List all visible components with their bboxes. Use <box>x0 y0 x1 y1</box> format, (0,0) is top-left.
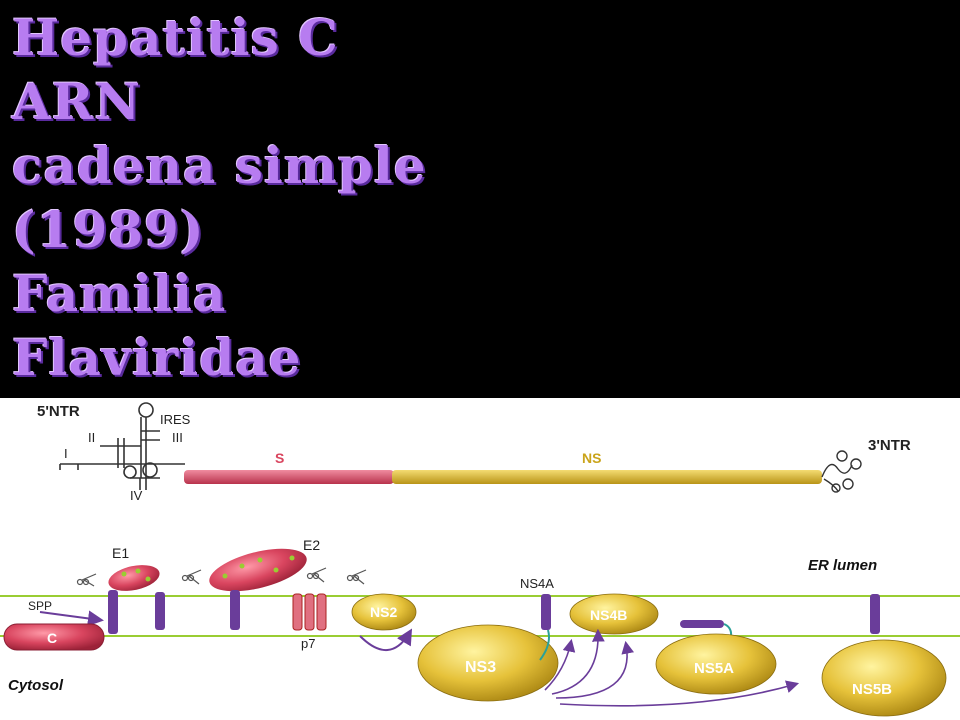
title-line-1: Hepatitis C <box>12 8 339 67</box>
ns4a-tail <box>539 629 550 661</box>
roman-ii-label: II <box>88 430 95 445</box>
three-ntr-structure <box>821 450 862 493</box>
roman-i-label: I <box>64 446 68 461</box>
p7-ion-channel <box>292 593 327 631</box>
ns5b-anchor <box>870 594 880 634</box>
scissors-icon <box>306 567 327 583</box>
e2-anchor <box>230 590 240 630</box>
p7-label: p7 <box>301 636 315 651</box>
hcv-genome-diagram: 5'NTR IRES II III I IV S NS <box>0 402 960 717</box>
title-text-block: Hepatitis C ARN cadena simple (1989) Fam… <box>12 6 427 390</box>
e1-anchor <box>155 592 165 630</box>
scissors-icon <box>346 569 367 585</box>
ires-structure <box>59 402 185 490</box>
ns-segment-label: NS <box>582 450 601 466</box>
ns5a-label: NS5A <box>694 660 734 677</box>
e2-glycoprotein <box>209 548 307 592</box>
five-ntr-label: 5'NTR <box>37 403 80 420</box>
core-protein-c <box>3 623 105 651</box>
core-protein-label: C <box>47 630 57 646</box>
title-line-6: Flaviridae <box>12 328 302 387</box>
ns2-autocleavage-arrow <box>359 628 413 652</box>
ns4a-label: NS4A <box>520 576 554 591</box>
s-segment-bar <box>184 470 394 484</box>
ns2-label: NS2 <box>370 604 397 620</box>
er-lumen-label: ER lumen <box>808 557 877 574</box>
cytosol-label: Cytosol <box>8 677 64 694</box>
ns-segment-bar <box>392 470 822 484</box>
ns3-cleavage-arrows <box>544 628 800 707</box>
title-line-4: (1989) <box>12 200 205 259</box>
e2-label: E2 <box>303 537 320 553</box>
title-panel: Hepatitis C ARN cadena simple (1989) Fam… <box>0 0 960 398</box>
roman-iii-label: III <box>172 430 183 445</box>
c-anchor <box>108 590 118 634</box>
ns2-protein <box>351 593 417 631</box>
ns4b-label: NS4B <box>590 607 627 623</box>
ns5a-protein <box>655 633 777 695</box>
title-line-2: ARN <box>12 72 142 131</box>
spp-arrow <box>39 610 104 627</box>
e1-label: E1 <box>112 545 129 561</box>
ns4b-protein <box>569 593 659 635</box>
title-line-3: cadena simple <box>12 136 427 195</box>
ns3-label: NS3 <box>465 659 496 676</box>
ns5b-protein <box>821 639 947 717</box>
three-ntr-label: 3'NTR <box>868 437 911 454</box>
genome-map: 5'NTR IRES II III I IV S NS <box>37 402 911 503</box>
e1-glycoprotein <box>108 565 160 591</box>
s-segment-label: S <box>275 450 284 466</box>
roman-iv-label: IV <box>130 488 143 503</box>
ns3-protein <box>417 624 559 702</box>
spp-label: SPP <box>28 599 52 613</box>
ires-label: IRES <box>160 412 191 427</box>
scissors-icon <box>181 569 202 585</box>
scissors-icon <box>76 573 97 587</box>
ns4a-anchor <box>541 594 551 630</box>
title-line-5: Familia <box>12 264 227 323</box>
ns5b-label: NS5B <box>852 681 892 698</box>
ns5a-helix <box>680 620 724 628</box>
membrane-topology: ER lumen Cytosol SPP C E1 E2 <box>0 537 960 717</box>
